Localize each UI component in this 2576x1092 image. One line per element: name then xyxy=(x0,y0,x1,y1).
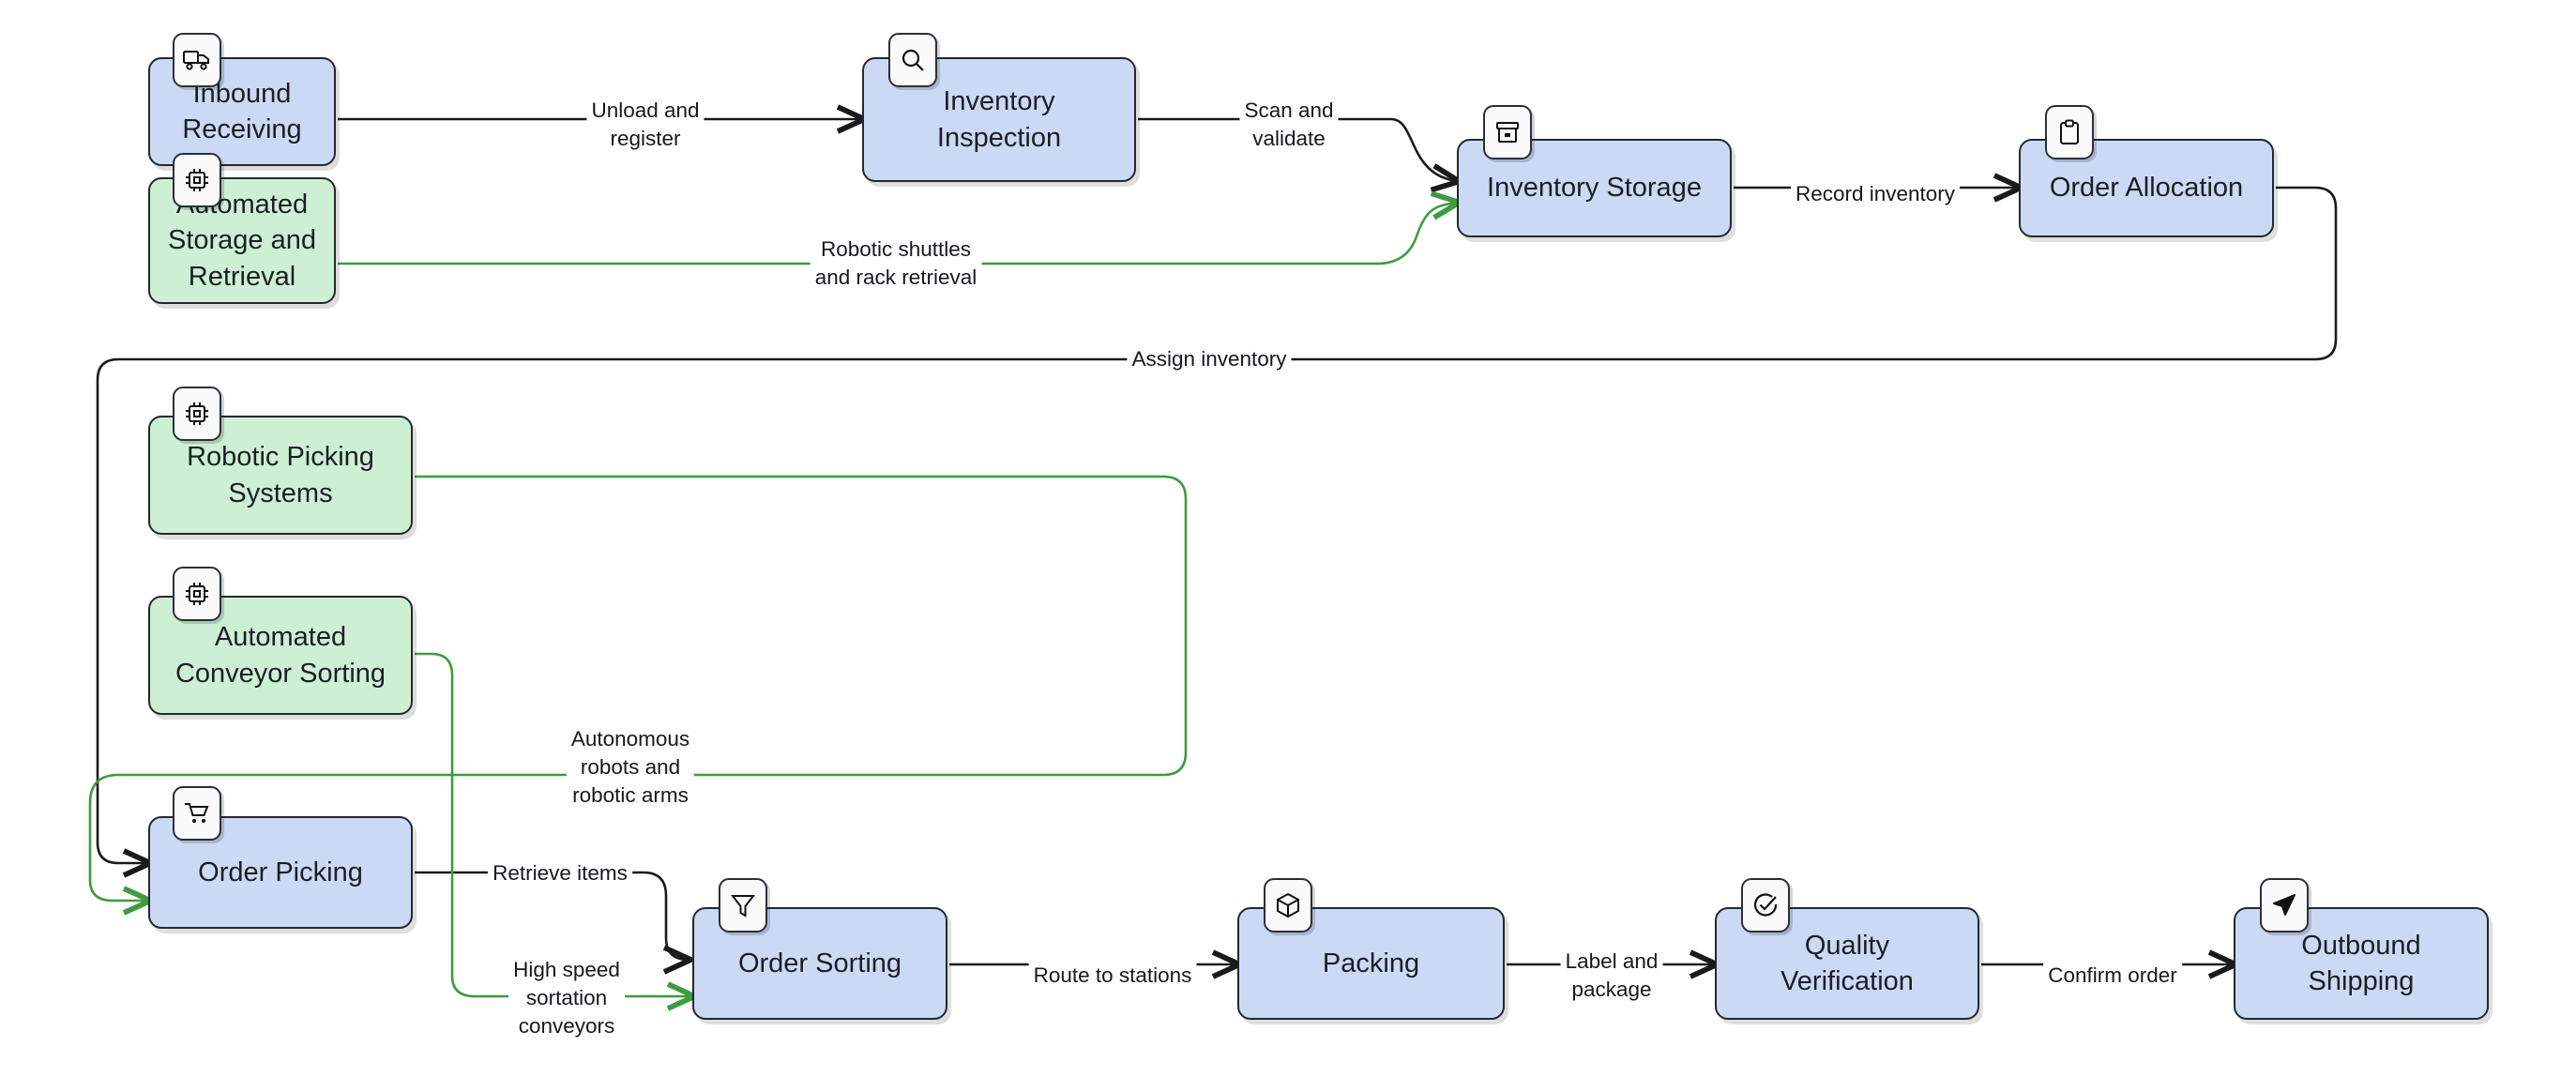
node-automated-storage-and-retrieval[interactable]: Automated Storage and Retrieval xyxy=(148,177,336,304)
edge-label-autonomous-robots: Autonomous robots and robotic arms xyxy=(566,724,695,811)
edge-scan-and-validate-curve xyxy=(1390,117,1457,181)
chip-icon xyxy=(173,153,221,207)
node-label: Automated Conveyor Sorting xyxy=(174,622,386,689)
chip-icon xyxy=(173,567,221,621)
search-icon xyxy=(888,33,937,87)
edge-label-robotic-shuttles: Robotic shuttles and rack retrieval xyxy=(810,235,982,293)
clipboard-icon xyxy=(2045,105,2094,159)
edge-assign-inventory xyxy=(96,186,2338,863)
node-label: Order Picking xyxy=(198,857,363,887)
chip-icon xyxy=(173,387,221,441)
node-label: Robotic Picking Systems xyxy=(187,442,374,508)
node-label: Inventory Storage xyxy=(1487,173,1702,204)
edge-label-high-speed-sortation: High speed sortation conveyors xyxy=(508,955,625,1041)
archive-icon xyxy=(1483,105,1532,159)
edge-label-record-inventory: Record inventory xyxy=(1790,179,1961,209)
edge-label-scan-and-validate: Scan and validate xyxy=(1239,96,1339,154)
node-quality-verification[interactable]: Quality Verification xyxy=(1715,907,1979,1020)
funnel-icon xyxy=(719,878,767,933)
edge-label-assign-inventory: Assign inventory xyxy=(1127,344,1292,374)
node-label: Order Allocation xyxy=(2049,173,2244,204)
edge-label-route-to-stations: Route to stations xyxy=(1028,961,1197,991)
edge-label-retrieve-items: Retrieve items xyxy=(488,858,632,888)
send-icon xyxy=(2260,878,2309,933)
node-label: Packing xyxy=(1322,948,1420,978)
node-label: Outbound Shipping xyxy=(2301,930,2421,996)
cart-icon xyxy=(173,786,221,841)
edge-high-speed-sortation xyxy=(415,652,692,996)
check-circle-icon xyxy=(1741,878,1790,933)
edge-label-unload-and-register: Unload and register xyxy=(586,96,705,154)
truck-icon xyxy=(173,33,221,87)
node-label: Inventory Inspection xyxy=(936,86,1062,153)
node-label: Quality Verification xyxy=(1780,930,1914,996)
edge-label-label-and-package: Label and package xyxy=(1560,947,1663,1005)
package-icon xyxy=(1264,878,1312,933)
edge-label-confirm-order: Confirm order xyxy=(2043,961,2182,991)
node-label: Order Sorting xyxy=(737,948,902,978)
